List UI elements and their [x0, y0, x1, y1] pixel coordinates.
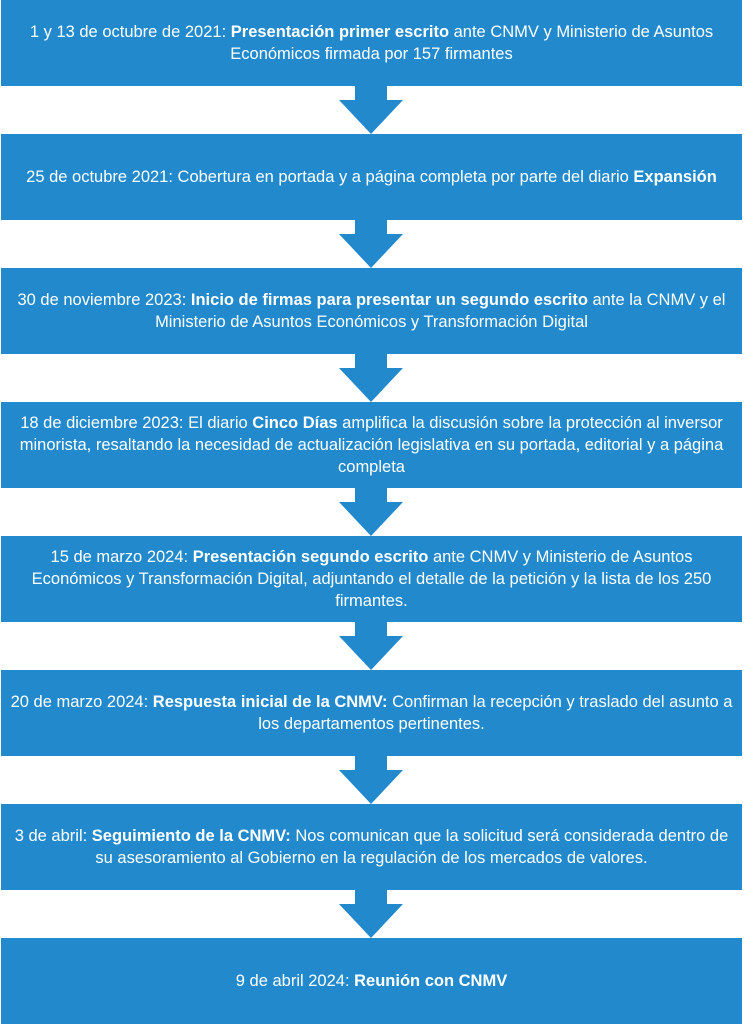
step-highlight: Reunión con CNMV: [354, 972, 508, 990]
step-highlight: Expansión: [633, 168, 717, 186]
step-text: 9 de abril 2024: Reunión con CNMV: [236, 970, 507, 992]
down-arrow-icon: [339, 354, 403, 402]
step-date: 25 de octubre 2021: Cobertura en portada…: [26, 168, 629, 186]
step-date: 18 de diciembre 2023: El diario: [20, 414, 248, 432]
step-date: 1 y 13 de octubre de 2021:: [29, 23, 227, 41]
step-detail: amplifica la discusión sobre la protecci…: [19, 414, 724, 476]
step-text: 18 de diciembre 2023: El diario Cinco Dí…: [9, 412, 734, 478]
timeline-step-2: 25 de octubre 2021: Cobertura en portada…: [1, 134, 742, 220]
down-arrow-icon: [339, 756, 403, 804]
timeline-step-6: 20 de marzo 2024: Respuesta inicial de l…: [1, 670, 742, 756]
step-highlight: Seguimiento de la CNMV:: [91, 827, 291, 845]
step-detail: Nos comunican que la solicitud será cons…: [95, 827, 729, 867]
step-date: 3 de abril:: [14, 827, 88, 845]
step-text: 1 y 13 de octubre de 2021: Presentación …: [9, 21, 734, 65]
timeline-step-5: 15 de marzo 2024: Presentación segundo e…: [1, 536, 742, 622]
step-highlight: Inicio de firmas para presentar un segun…: [190, 291, 588, 309]
timeline-step-8: 9 de abril 2024: Reunión con CNMV: [1, 938, 742, 1024]
step-highlight: Respuesta inicial de la CNMV:: [152, 693, 388, 711]
step-date: 9 de abril 2024:: [235, 972, 350, 990]
step-text: 30 de noviembre 2023: Inicio de firmas p…: [9, 289, 734, 333]
step-detail: ante la CNMV y el Ministerio de Asuntos …: [155, 291, 726, 331]
down-arrow-icon: [339, 622, 403, 670]
step-highlight: Presentación segundo escrito: [192, 548, 429, 566]
down-arrow-icon: [339, 86, 403, 134]
step-detail: ante CNMV y Ministerio de Asuntos Económ…: [230, 23, 714, 63]
step-text: 25 de octubre 2021: Cobertura en portada…: [26, 166, 717, 188]
down-arrow-icon: [339, 890, 403, 938]
step-detail: ante CNMV y Ministerio de Asuntos Económ…: [31, 548, 712, 610]
timeline-step-7: 3 de abril: Seguimiento de la CNMV: Nos …: [1, 804, 742, 890]
down-arrow-icon: [339, 220, 403, 268]
step-detail: Confirman la recepción y traslado del as…: [258, 693, 733, 733]
step-date: 20 de marzo 2024:: [10, 693, 149, 711]
step-text: 3 de abril: Seguimiento de la CNMV: Nos …: [9, 825, 734, 869]
step-text: 20 de marzo 2024: Respuesta inicial de l…: [9, 691, 734, 735]
timeline-step-1: 1 y 13 de octubre de 2021: Presentación …: [1, 0, 742, 86]
step-highlight: Presentación primer escrito: [230, 23, 450, 41]
down-arrow-icon: [339, 488, 403, 536]
timeline-step-3: 30 de noviembre 2023: Inicio de firmas p…: [1, 268, 742, 354]
step-date: 15 de marzo 2024:: [50, 548, 189, 566]
step-text: 15 de marzo 2024: Presentación segundo e…: [9, 546, 734, 612]
timeline-step-4: 18 de diciembre 2023: El diario Cinco Dí…: [1, 402, 742, 488]
step-highlight: Cinco Días: [252, 414, 338, 432]
step-date: 30 de noviembre 2023:: [17, 291, 187, 309]
